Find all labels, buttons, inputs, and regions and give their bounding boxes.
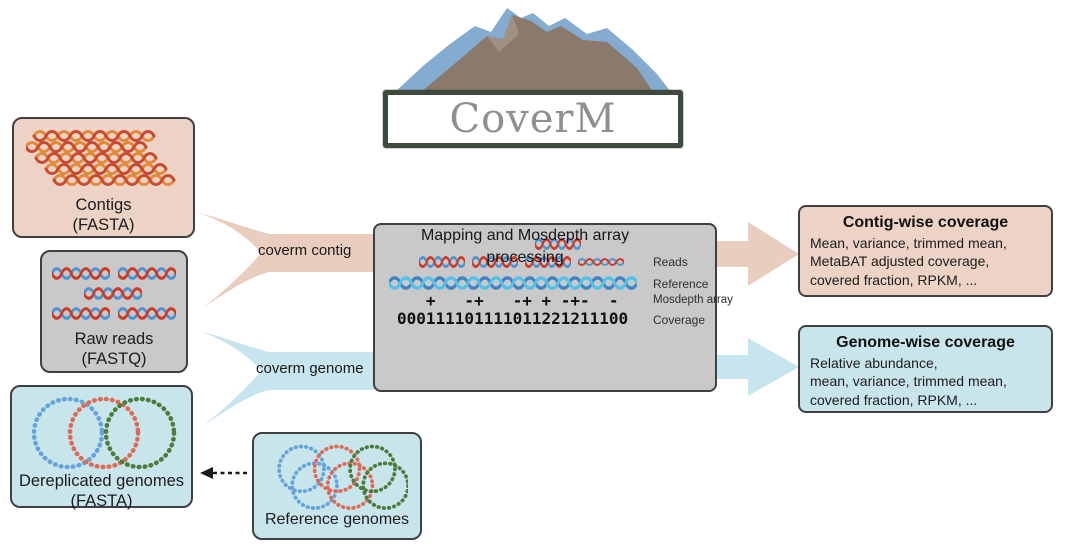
read-helix-icon bbox=[84, 286, 142, 301]
coverage-values: 000111101111011221211100 bbox=[397, 309, 629, 328]
contigs-label: Contigs (FASTA) bbox=[14, 195, 193, 235]
genome-output-arrow bbox=[717, 338, 799, 396]
reference-genome-circles-icon bbox=[277, 444, 408, 510]
raw-reads-label-line1: Raw reads bbox=[74, 330, 154, 348]
reference-helix-icon bbox=[389, 276, 637, 290]
coverm-genome-arrow bbox=[197, 330, 374, 426]
contigs-dna-icon bbox=[26, 129, 182, 191]
raw-reads-label-line2: (FASTQ) bbox=[81, 350, 147, 369]
genome-wise-body: Relative abundance, mean, variance, trim… bbox=[800, 354, 1051, 409]
mosdepth-row-label: Mosdepth array bbox=[653, 294, 733, 306]
genome-wise-coverage-box: Genome-wise coverage Relative abundance,… bbox=[798, 325, 1053, 413]
genome-wise-line: Relative abundance, bbox=[810, 355, 938, 371]
dereplicated-label-line1: Dereplicated genomes bbox=[18, 472, 185, 490]
contigs-label-line1: Contigs bbox=[75, 196, 132, 214]
contig-wise-body: Mean, variance, trimmed mean, MetaBAT ad… bbox=[800, 234, 1051, 289]
contig-output-arrow bbox=[717, 222, 799, 286]
contig-wise-line: covered fraction, RPKM, ... bbox=[810, 271, 978, 288]
processing-caption-line2: processing bbox=[486, 248, 564, 266]
read-helix-icon bbox=[52, 306, 110, 321]
processing-box: Reads Reference + -+ -+ + -+- - Mosdepth… bbox=[373, 223, 733, 392]
dereplicated-label-line2: (FASTA) bbox=[70, 492, 133, 511]
contig-wise-title: Contig-wise coverage bbox=[842, 214, 1009, 231]
genome-circles-icon bbox=[31, 396, 177, 470]
logo-title: CoverM bbox=[449, 96, 617, 142]
mosdepth-array-values: + -+ -+ + -+- - bbox=[397, 291, 629, 310]
dereplicated-genomes-label: Dereplicated genomes (FASTA) bbox=[12, 471, 191, 511]
coverm-contig-arrow bbox=[197, 212, 374, 308]
processing-caption-line1: Mapping and Mosdepth array bbox=[420, 227, 630, 244]
mountain-logo-image bbox=[395, 8, 671, 92]
reads-row-label: Reads bbox=[653, 255, 688, 269]
contig-wise-line: Mean, variance, trimmed mean, bbox=[810, 235, 1007, 251]
reference-genomes-label: Reference genomes bbox=[264, 511, 410, 528]
raw-reads-label: Raw reads (FASTQ) bbox=[42, 329, 186, 369]
dereplicated-genomes-box: Dereplicated genomes (FASTA) bbox=[10, 385, 193, 511]
contigs-label-line2: (FASTA) bbox=[72, 216, 135, 235]
reference-genomes-box: Reference genomes bbox=[252, 432, 422, 540]
coverm-contig-label: coverm contig bbox=[258, 242, 352, 259]
processing-caption: Mapping and Mosdepth array processing bbox=[375, 225, 675, 268]
read-helix-icon bbox=[118, 266, 176, 281]
dashed-arrow-left-icon bbox=[200, 467, 250, 479]
coverage-row-label: Coverage bbox=[653, 313, 706, 327]
genome-wise-title: Genome-wise coverage bbox=[836, 334, 1015, 351]
genome-wise-line: mean, variance, trimmed mean, bbox=[810, 373, 1007, 390]
coverm-genome-label: coverm genome bbox=[256, 360, 364, 377]
reference-row-label: Reference bbox=[653, 277, 709, 291]
logo-frame: CoverM bbox=[383, 90, 683, 148]
raw-reads-box: Raw reads (FASTQ) bbox=[40, 250, 188, 373]
contig-wise-coverage-box: Contig-wise coverage Mean, variance, tri… bbox=[798, 205, 1053, 297]
read-helix-icon bbox=[118, 306, 176, 321]
genome-wise-line: covered fraction, RPKM, ... bbox=[810, 391, 978, 408]
contig-wise-line: MetaBAT adjusted coverage, bbox=[810, 253, 990, 270]
contigs-box: Contigs (FASTA) bbox=[12, 117, 195, 238]
read-helix-icon bbox=[52, 266, 110, 281]
